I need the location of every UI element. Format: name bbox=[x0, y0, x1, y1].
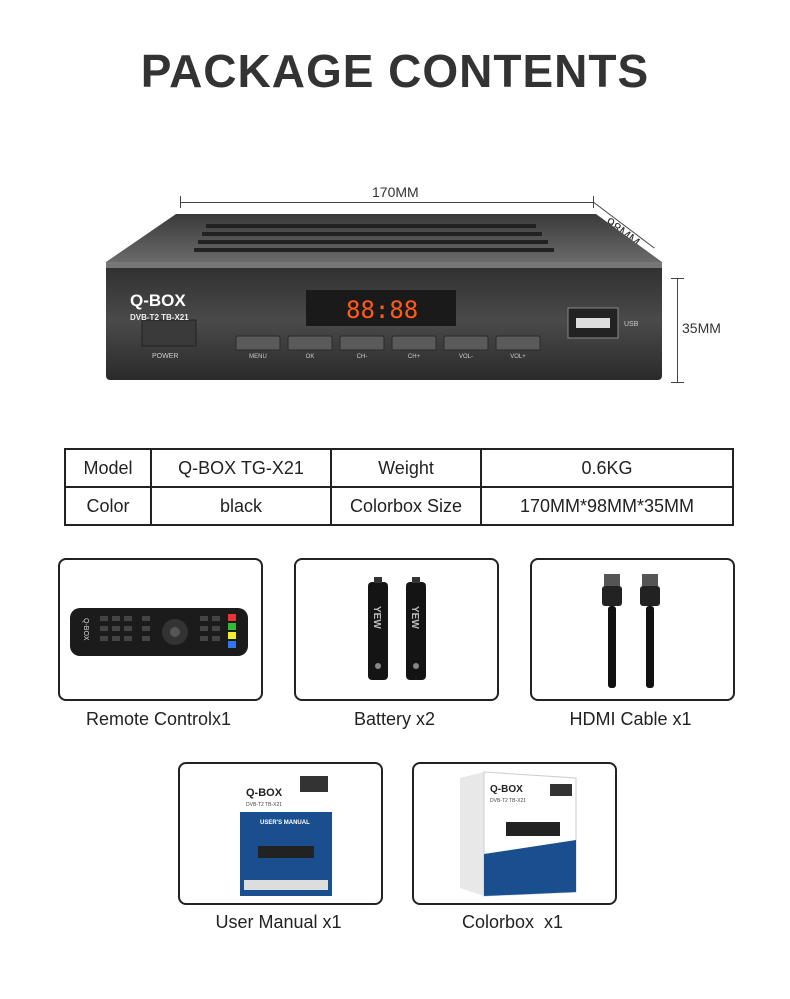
height-dimension-label: 35MM bbox=[682, 320, 721, 336]
manual-title: USER'S MANUAL bbox=[260, 820, 310, 826]
spec-row: Color black Colorbox Size 170MM*98MM*35M… bbox=[64, 486, 734, 526]
manual-brand: Q-BOX bbox=[246, 787, 283, 799]
spec-cell-weight-value: 0.6KG bbox=[480, 448, 734, 488]
remote-control-card: Q-BOX bbox=[58, 558, 263, 701]
vol-minus-button-label: VOL- bbox=[459, 354, 473, 360]
spec-cell-color-value: black bbox=[150, 486, 332, 526]
height-dimension-tick-bottom bbox=[671, 382, 684, 383]
device-model-line: DVB-T2 TB-X21 bbox=[130, 313, 189, 322]
hdmi-cable-image bbox=[602, 574, 660, 688]
hdmi-cable-label: HDMI Cable x1 bbox=[569, 709, 692, 729]
spec-cell-weight-label: Weight bbox=[330, 448, 482, 488]
menu-button-label: MENU bbox=[249, 354, 267, 360]
vol-plus-button-label: VOL+ bbox=[510, 354, 526, 360]
receiver-device-image: Q-BOX DVB-T2 TB-X21 88:88 POWER USB MENU… bbox=[106, 214, 662, 380]
spec-cell-model-value: Q-BOX TG-X21 bbox=[150, 448, 332, 488]
spec-cell-color-label: Color bbox=[64, 486, 152, 526]
remote-control-image: Q-BOX bbox=[70, 608, 248, 656]
usb-port-label: USB bbox=[624, 321, 639, 328]
length-dimension-tick-left bbox=[180, 196, 181, 208]
device-display: 88:88 bbox=[346, 296, 418, 324]
user-manual-image: Q-BOX DVB-T2 TB-X21 USER'S MANUAL bbox=[240, 772, 332, 896]
colorbox-brand: Q-BOX bbox=[490, 784, 523, 795]
length-dimension-label: 170MM bbox=[372, 184, 419, 200]
colorbox-model: DVB-T2 TB-X21 bbox=[490, 798, 526, 804]
page-title: PACKAGE CONTENTS bbox=[140, 45, 650, 97]
ok-button-label: OK bbox=[306, 354, 315, 360]
remote-control-label: Remote Controlx1 bbox=[85, 709, 232, 729]
height-dimension-tick-top bbox=[671, 278, 684, 279]
battery-card: YEW YEW bbox=[294, 558, 499, 701]
spec-cell-colorbox-size-label: Colorbox Size bbox=[330, 486, 482, 526]
height-dimension-line bbox=[677, 278, 678, 382]
battery-brand-2: YEW bbox=[409, 606, 420, 629]
manual-model: DVB-T2 TB-X21 bbox=[246, 802, 282, 808]
ch-minus-button-label: CH- bbox=[357, 354, 368, 360]
user-manual-label: User Manual x1 bbox=[215, 912, 342, 932]
colorbox-card: Q-BOX DVB-T2 TB-X21 bbox=[412, 762, 617, 905]
length-dimension-line bbox=[180, 202, 594, 203]
battery-image: YEW YEW bbox=[368, 577, 426, 680]
battery-label: Battery x2 bbox=[353, 709, 436, 729]
hdmi-cable-card bbox=[530, 558, 735, 701]
spec-cell-model-label: Model bbox=[64, 448, 152, 488]
ch-plus-button-label: CH+ bbox=[408, 354, 421, 360]
user-manual-card: Q-BOX DVB-T2 TB-X21 USER'S MANUAL bbox=[178, 762, 383, 905]
battery-brand-1: YEW bbox=[371, 606, 382, 629]
colorbox-image: Q-BOX DVB-T2 TB-X21 bbox=[460, 771, 577, 897]
power-button-label: POWER bbox=[152, 353, 178, 360]
spec-cell-colorbox-size-value: 170MM*98MM*35MM bbox=[480, 486, 734, 526]
spec-table: Model Q-BOX TG-X21 Weight 0.6KG Color bl… bbox=[64, 448, 734, 526]
device-brand: Q-BOX bbox=[130, 291, 186, 310]
colorbox-label: Colorbox x1 bbox=[461, 912, 564, 932]
remote-brand: Q-BOX bbox=[82, 618, 89, 641]
spec-row: Model Q-BOX TG-X21 Weight 0.6KG bbox=[64, 448, 734, 488]
